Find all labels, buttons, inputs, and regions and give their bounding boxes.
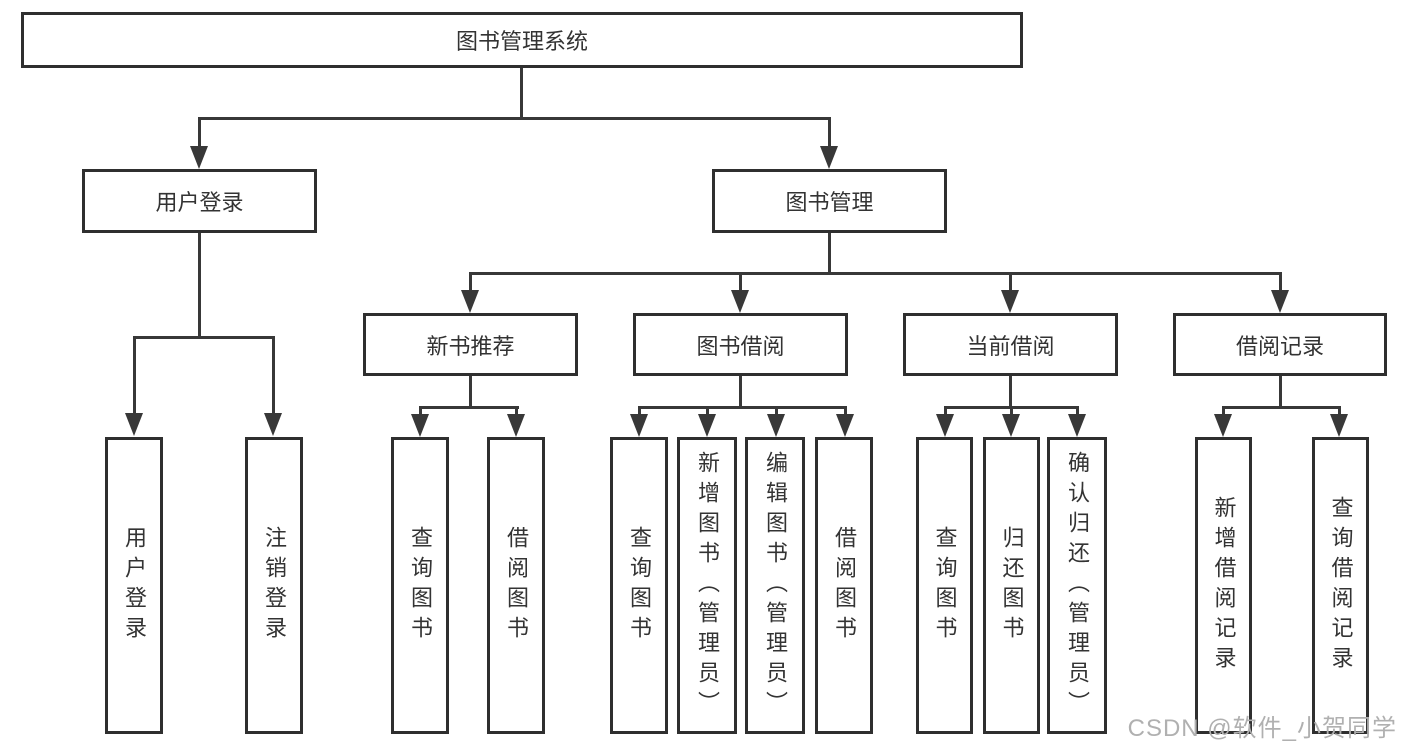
arrow-down-icon — [731, 290, 749, 313]
connector-line — [739, 272, 742, 292]
connector-line — [828, 117, 831, 147]
node-borrow-record-label: 借阅记录 — [1235, 333, 1324, 359]
node-borrow-record: 借阅记录 — [1173, 313, 1387, 376]
watermark: CSDN @软件_小贺同学 — [1127, 715, 1397, 742]
node-current-borrow-label: 当前借阅 — [966, 333, 1055, 359]
leaf-borrow-borrow-book: 借阅图书 — [815, 437, 873, 734]
node-root-label: 图书管理系统 — [455, 29, 588, 54]
connector-line — [944, 406, 947, 416]
connector-line — [1279, 272, 1282, 292]
connector-line — [1076, 406, 1079, 416]
arrow-down-icon — [836, 414, 854, 437]
connector-line — [198, 233, 201, 339]
leaf-current-query-book-label: 查询图书 — [932, 525, 958, 646]
connector-line — [198, 117, 201, 147]
connector-line — [1009, 376, 1012, 409]
arrow-down-icon — [1068, 414, 1086, 437]
node-user-login-label: 用户登录 — [155, 190, 244, 215]
leaf-recommend-query-book-label: 查询图书 — [408, 525, 433, 646]
leaf-add-borrow-record-label: 新增借阅记录 — [1211, 495, 1237, 676]
arrow-down-icon — [190, 146, 208, 169]
connector-line — [844, 406, 847, 416]
leaf-add-borrow-record: 新增借阅记录 — [1195, 437, 1252, 734]
connector-line — [1338, 406, 1341, 416]
leaf-query-borrow-record: 查询借阅记录 — [1312, 437, 1369, 734]
node-new-book-recommend: 新书推荐 — [363, 313, 578, 376]
connector-line — [520, 68, 523, 118]
leaf-confirm-return-admin: 确认归还（管理员） — [1047, 437, 1107, 734]
leaf-edit-book-admin: 编辑图书（管理员） — [745, 437, 805, 734]
leaf-return-book: 归还图书 — [983, 437, 1040, 734]
arrow-down-icon — [411, 414, 429, 437]
node-book-management: 图书管理 — [712, 169, 947, 233]
arrow-down-icon — [1214, 414, 1232, 437]
arrow-down-icon — [767, 414, 785, 437]
connector-line — [469, 376, 472, 409]
leaf-borrow-borrow-book-label: 借阅图书 — [832, 525, 857, 646]
arrow-down-icon — [698, 414, 716, 437]
arrow-down-icon — [936, 414, 954, 437]
arrow-down-icon — [264, 413, 282, 436]
leaf-return-book-label: 归还图书 — [999, 525, 1025, 646]
connector-line — [638, 406, 846, 409]
connector-line — [1009, 272, 1012, 292]
leaf-add-book-admin: 新增图书（管理员） — [677, 437, 737, 734]
leaf-confirm-return-admin-label: 确认归还（管理员） — [1065, 450, 1090, 721]
arrow-down-icon — [1002, 414, 1020, 437]
connector-line — [828, 233, 831, 275]
connector-line — [469, 272, 472, 292]
connector-line — [419, 406, 519, 409]
arrow-down-icon — [461, 290, 479, 313]
connector-line — [272, 336, 275, 415]
connector-line — [1222, 406, 1225, 416]
connector-line — [775, 406, 778, 416]
leaf-query-borrow-record-label: 查询借阅记录 — [1328, 495, 1354, 676]
leaf-recommend-borrow-book: 借阅图书 — [487, 437, 545, 734]
node-current-borrow: 当前借阅 — [903, 313, 1118, 376]
node-book-borrow-label: 图书借阅 — [696, 333, 785, 359]
leaf-user-login: 用户登录 — [105, 437, 163, 734]
leaf-recommend-borrow-book-label: 借阅图书 — [504, 525, 529, 646]
leaf-user-login-label: 用户登录 — [122, 525, 147, 646]
node-root: 图书管理系统 — [21, 12, 1023, 68]
connector-line — [739, 376, 742, 409]
node-book-management-label: 图书管理 — [785, 190, 874, 215]
leaf-add-book-admin-label: 新增图书（管理员） — [695, 450, 720, 721]
connector-line — [419, 406, 422, 416]
connector-line — [515, 406, 518, 416]
connector-line — [1279, 376, 1282, 409]
arrow-down-icon — [630, 414, 648, 437]
arrow-down-icon — [125, 413, 143, 436]
connector-line — [638, 406, 641, 416]
arrow-down-icon — [1001, 290, 1019, 313]
node-book-borrow: 图书借阅 — [633, 313, 848, 376]
node-user-login: 用户登录 — [82, 169, 317, 233]
node-new-book-recommend-label: 新书推荐 — [426, 333, 515, 359]
leaf-borrow-query-book-label: 查询图书 — [627, 525, 652, 646]
connector-line — [1010, 406, 1013, 416]
arrow-down-icon — [1330, 414, 1348, 437]
arrow-down-icon — [507, 414, 525, 437]
leaf-borrow-query-book: 查询图书 — [610, 437, 668, 734]
leaf-recommend-query-book: 查询图书 — [391, 437, 449, 734]
leaf-edit-book-admin-label: 编辑图书（管理员） — [763, 450, 788, 721]
leaf-logout: 注销登录 — [245, 437, 303, 734]
connector-line — [198, 117, 831, 120]
connector-line — [1222, 406, 1341, 409]
connector-line — [133, 336, 275, 339]
connector-line — [133, 336, 136, 415]
connector-line — [706, 406, 709, 416]
leaf-logout-label: 注销登录 — [262, 525, 287, 646]
arrow-down-icon — [1271, 290, 1289, 313]
connector-line — [469, 272, 1281, 275]
arrow-down-icon — [820, 146, 838, 169]
leaf-current-query-book: 查询图书 — [916, 437, 973, 734]
